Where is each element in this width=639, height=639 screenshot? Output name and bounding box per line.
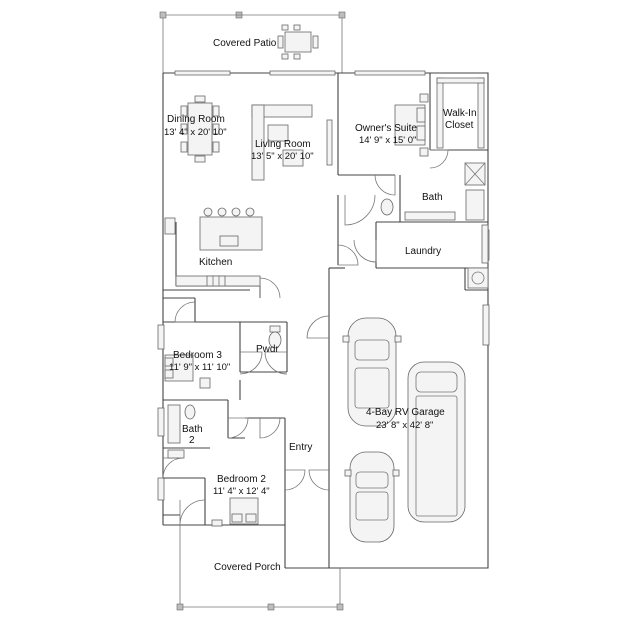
bath-2-fixtures xyxy=(167,404,196,459)
exterior-walls xyxy=(157,72,490,569)
laundry-label: Laundry xyxy=(405,246,441,257)
living-sofa xyxy=(251,104,313,181)
kitchen-label: Kitchen xyxy=(199,257,232,268)
bedroom-3-furniture xyxy=(164,354,211,389)
garage-size: 23' 8" x 42' 8" xyxy=(376,420,433,431)
walk-in-closet-label: Walk-In xyxy=(443,108,477,119)
pwdr-label: Pwdr xyxy=(256,344,279,355)
patio-dining-set xyxy=(277,24,319,60)
covered-patio-structure xyxy=(159,11,346,73)
garage-label: 4-Bay RV Garage xyxy=(366,407,445,418)
covered-patio-label: Covered Patio xyxy=(213,38,277,49)
kitchen-counter xyxy=(175,275,261,287)
dining-table xyxy=(180,95,220,163)
bedroom-2-furniture xyxy=(211,497,259,527)
dining-room-size: 13' 4" x 20' 10" xyxy=(164,127,227,138)
owners-bath-fixtures xyxy=(380,162,486,221)
entry-label: Entry xyxy=(289,442,312,453)
owners-suite-size: 14' 9" x 15' 0" xyxy=(359,135,416,146)
pwdr-toilet xyxy=(268,325,282,349)
bath-2-label: Bath xyxy=(182,424,203,435)
patio-sliding-doors xyxy=(174,70,426,76)
doors xyxy=(162,149,449,526)
owners-bath-label: Bath xyxy=(422,192,443,203)
covered-porch-structure xyxy=(176,525,344,611)
living-room-size: 13' 5" x 20' 10" xyxy=(251,151,314,162)
garage-rv xyxy=(407,361,466,523)
living-room-label: Living Room xyxy=(255,139,311,150)
bath-2-label-line2: 2 xyxy=(189,435,195,446)
owners-suite-label: Owner's Suite xyxy=(355,123,417,134)
living-tv xyxy=(326,119,333,166)
owners-bed xyxy=(394,93,429,157)
laundry-appliances xyxy=(467,224,489,289)
garage-van xyxy=(342,317,402,427)
garage-car xyxy=(344,451,400,543)
closet-shelving xyxy=(436,77,485,149)
bedroom-2-size: 11' 4" x 12' 4" xyxy=(213,486,270,497)
walk-in-closet-label-line2: Closet xyxy=(445,120,474,131)
dining-room-label: Dining Room xyxy=(167,114,225,125)
bedroom-2-label: Bedroom 2 xyxy=(217,474,266,485)
covered-porch-label: Covered Porch xyxy=(214,562,281,573)
kitchen-island xyxy=(164,207,263,251)
bedroom-3-label: Bedroom 3 xyxy=(173,350,222,361)
bedroom-3-size: 11' 9" x 11' 10" xyxy=(169,362,230,373)
